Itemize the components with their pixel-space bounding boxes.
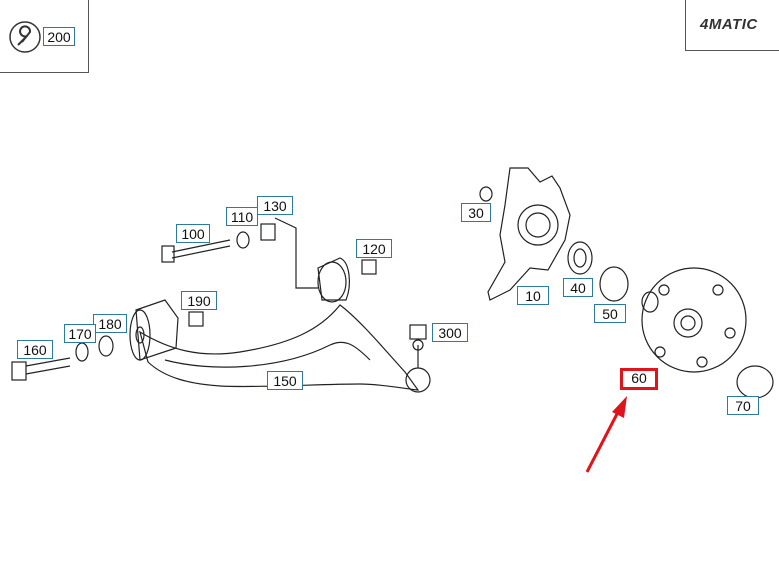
part-label-70[interactable]: 70 [727,396,759,415]
service-info-box[interactable]: 200 [0,0,89,73]
part-label-160[interactable]: 160 [17,340,53,359]
part-label-40[interactable]: 40 [563,278,593,297]
part-label-190[interactable]: 190 [181,291,217,310]
part-label-50[interactable]: 50 [594,304,626,323]
4matic-text: 4MATIC [700,16,758,33]
part-label-30[interactable]: 30 [461,203,491,222]
control-arm-150 [139,304,420,391]
part-label-150[interactable]: 150 [267,371,303,390]
part-label-300[interactable]: 300 [432,323,468,342]
part-label-200[interactable]: 200 [43,27,75,46]
part-label-170[interactable]: 170 [64,324,96,343]
part-label-10[interactable]: 10 [517,286,549,305]
part-label-130[interactable]: 130 [257,196,293,215]
wrench-circle-icon [9,21,41,53]
part-label-100[interactable]: 100 [176,224,210,243]
4matic-badge: 4MATIC [685,0,779,51]
pointer-arrow [585,396,627,473]
part-label-110[interactable]: 110 [226,207,258,226]
part-label-60-highlighted[interactable]: 60 [620,368,658,390]
part-label-120[interactable]: 120 [356,239,392,258]
part-label-180[interactable]: 180 [93,314,127,333]
